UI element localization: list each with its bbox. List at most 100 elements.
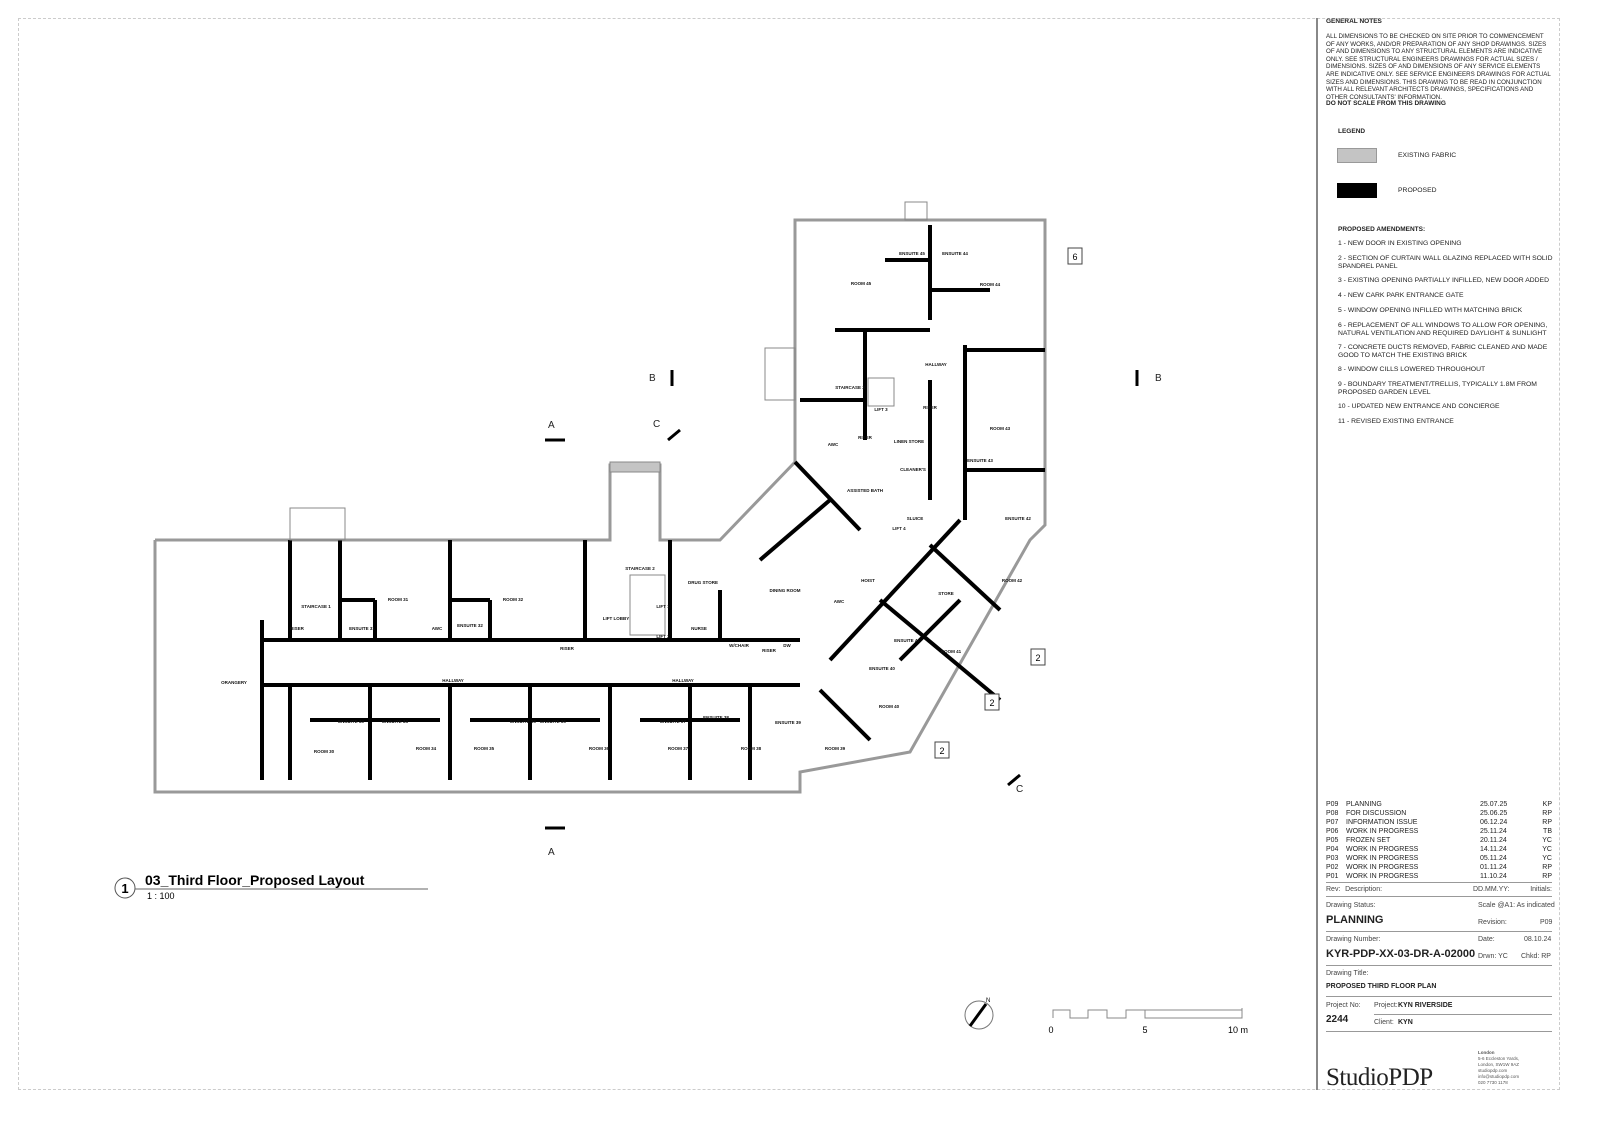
scale-label: 5 [1142, 1025, 1147, 1035]
general-notes-heading: GENERAL NOTES [1326, 18, 1382, 25]
room-label: ENSUITE 31 [349, 626, 375, 631]
room-label: LINEN STORE [894, 439, 924, 444]
room-label: ROOM 38 [741, 746, 762, 751]
client-label: Client: [1374, 1019, 1394, 1026]
room-label: DINING ROOM [770, 588, 801, 593]
north-label: N [986, 998, 990, 1004]
room-label: HALLWAY [925, 362, 947, 367]
amendment-item: 10 - UPDATED NEW ENTRANCE AND CONCIERGE [1338, 403, 1500, 410]
room-label: ENSUITE 32 [457, 623, 483, 628]
room-label: ENSUITE 37 [660, 719, 686, 724]
scale-bar [1052, 1008, 1243, 1019]
room-label: ROOM 43 [990, 426, 1011, 431]
room-label: ROOM 44 [980, 282, 1001, 287]
sheet-border [18, 18, 1560, 1090]
client-name: KYN [1398, 1019, 1413, 1026]
company-address: London 5-6 Eccleston Yards,London, SW1W … [1478, 1050, 1520, 1085]
project-label: Project: [1374, 1002, 1398, 1009]
room-label: ENSUITE 42 [1005, 516, 1031, 521]
room-label: ROOM 30 [314, 749, 335, 754]
project-no: 2244 [1326, 1014, 1349, 1025]
room-label: ENSUITE 36 [540, 719, 566, 724]
amendment-item: 2 - SECTION OF CURTAIN WALL GLAZING REPL… [1338, 255, 1553, 270]
amendment-item: 9 - BOUNDARY TREATMENT/TRELLIS, TYPICALL… [1338, 381, 1537, 396]
section-markers: A A B B C C [545, 370, 1162, 858]
general-notes-body: ALL DIMENSIONS TO BE CHECKED ON SITE PRI… [1326, 33, 1551, 101]
room-label: STORE [938, 591, 953, 596]
amendment-tag: 6 [1072, 252, 1077, 262]
room-label: LIFT 4 [892, 526, 906, 531]
room-label: RISER [923, 405, 938, 410]
date-label: Date: [1478, 936, 1495, 943]
do-not-scale-note: DO NOT SCALE FROM THIS DRAWING [1326, 100, 1446, 107]
room-label: ENSUITE 40 [869, 666, 895, 671]
amendment-item: 6 - REPLACEMENT OF ALL WINDOWS TO ALLOW … [1338, 322, 1548, 337]
project-no-label: Project No: [1326, 1002, 1361, 1009]
existing-fabric [289, 201, 928, 636]
section-b-right: B [1155, 373, 1162, 384]
drawing-status: PLANNING [1326, 914, 1384, 926]
date-value: 08.10.24 [1524, 936, 1552, 943]
amendments-heading: PROPOSED AMENDMENTS: [1338, 226, 1426, 233]
legend-swatch-existing [1337, 148, 1377, 163]
amendment-item: 3 - EXISTING OPENING PARTIALLY INFILLED,… [1338, 277, 1550, 284]
amendment-tags: 6 2 2 2 [934, 247, 1083, 759]
room-label: STAIRCASE 3 [835, 385, 865, 390]
legend-label-proposed: PROPOSED [1398, 187, 1437, 194]
section-a-bottom: A [548, 847, 555, 858]
room-label: AWC [828, 442, 839, 447]
room-label: RISER [560, 646, 575, 651]
drawn-by: Drwn: YC [1478, 953, 1508, 960]
view-title: 03_Third Floor_Proposed Layout [145, 872, 365, 888]
view-number-circle [114, 877, 136, 899]
amendment-item: 4 - NEW CARK PARK ENTRANCE GATE [1338, 292, 1464, 299]
drawing-number: KYR-PDP-XX-03-DR-A-02000 [1326, 948, 1476, 960]
scale-note: Scale @A1: As indicated [1478, 902, 1555, 909]
legend-swatch-proposed [1337, 183, 1377, 198]
drawing-status-label: Drawing Status: [1326, 902, 1376, 909]
amendment-item: 5 - WINDOW OPENING INFILLED WITH MATCHIN… [1338, 307, 1523, 314]
room-label: ENSUITE 33 [338, 719, 364, 724]
floor-plan: ORANGERY STAIRCASE 1 RISER ROOM 31 ENSUI… [114, 201, 1248, 1035]
amendment-tag: 2 [939, 746, 944, 756]
room-label: LIFT LOBBY [603, 616, 630, 621]
amendment-item: 8 - WINDOW CILLS LOWERED THROUGHOUT [1338, 366, 1486, 373]
room-label: LIFT 3 [874, 407, 888, 412]
proposed-walls [153, 218, 1047, 794]
studio-logo: StudioPDP [1326, 1064, 1433, 1091]
room-label: AWC [432, 626, 443, 631]
amendment-tag: 2 [989, 698, 994, 708]
room-label: LIFT 2 [656, 634, 670, 639]
legend-heading: LEGEND [1338, 128, 1366, 135]
room-label: ROOM 40 [879, 704, 900, 709]
section-c-bottom: C [1016, 784, 1023, 795]
room-label: ENSUITE 41 [894, 638, 920, 643]
room-label: DW [783, 643, 791, 648]
section-a-top: A [548, 420, 555, 431]
amendment-item: 1 - NEW DOOR IN EXISTING OPENING [1338, 240, 1462, 247]
revision-value: P09 [1540, 919, 1553, 926]
room-label: HALLWAY [442, 678, 464, 683]
room-label: HALLWAY [672, 678, 694, 683]
amendment-tag: 2 [1035, 653, 1040, 663]
room-label: ORANGERY [221, 680, 247, 685]
room-label: ENSUITE 38 [703, 715, 729, 720]
room-label: STAIRCASE 2 [625, 566, 655, 571]
room-label: CLEANER'S [900, 467, 926, 472]
room-label: STAIRCASE 1 [301, 604, 331, 609]
room-label: ROOM 41 [941, 649, 962, 654]
room-label: ROOM 45 [851, 281, 872, 286]
checked-by: Chkd: RP [1521, 953, 1551, 960]
section-c-top: C [653, 419, 660, 430]
scale-label: 10 m [1228, 1025, 1248, 1035]
room-label: LIFT 1 [656, 604, 670, 609]
room-label: RISER [858, 435, 873, 440]
section-b-left: B [649, 373, 656, 384]
room-label: RISER [762, 648, 777, 653]
room-label: DRUG STORE [688, 580, 718, 585]
room-labels: ORANGERY STAIRCASE 1 RISER ROOM 31 ENSUI… [221, 251, 1031, 754]
